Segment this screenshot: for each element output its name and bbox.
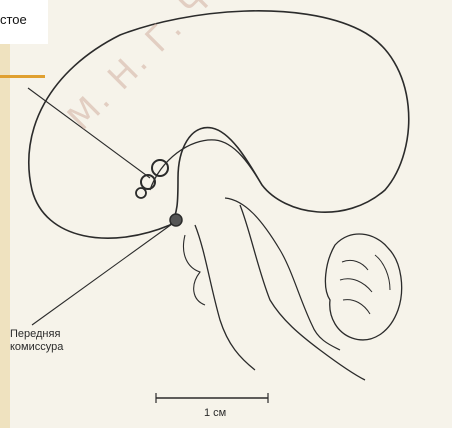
brain-sagittal-diagram [10, 0, 452, 428]
label-anterior-line-2: комиссура [10, 341, 63, 354]
accent-line [0, 75, 45, 78]
scale-bar-label: 1 см [204, 407, 226, 419]
cerebellum-folia [340, 255, 390, 314]
label-anterior-commissure: Передняя комиссура [10, 328, 63, 354]
structure-loop-1 [152, 160, 168, 176]
pointer-line-lower [32, 224, 172, 325]
figure-area [10, 0, 452, 428]
caption-fragment: стое [0, 12, 27, 27]
label-anterior-line-1: Передняя [10, 328, 63, 341]
ventricle-outline [225, 198, 340, 350]
structure-loop-3 [136, 188, 146, 198]
brainstem-outline [195, 205, 365, 380]
